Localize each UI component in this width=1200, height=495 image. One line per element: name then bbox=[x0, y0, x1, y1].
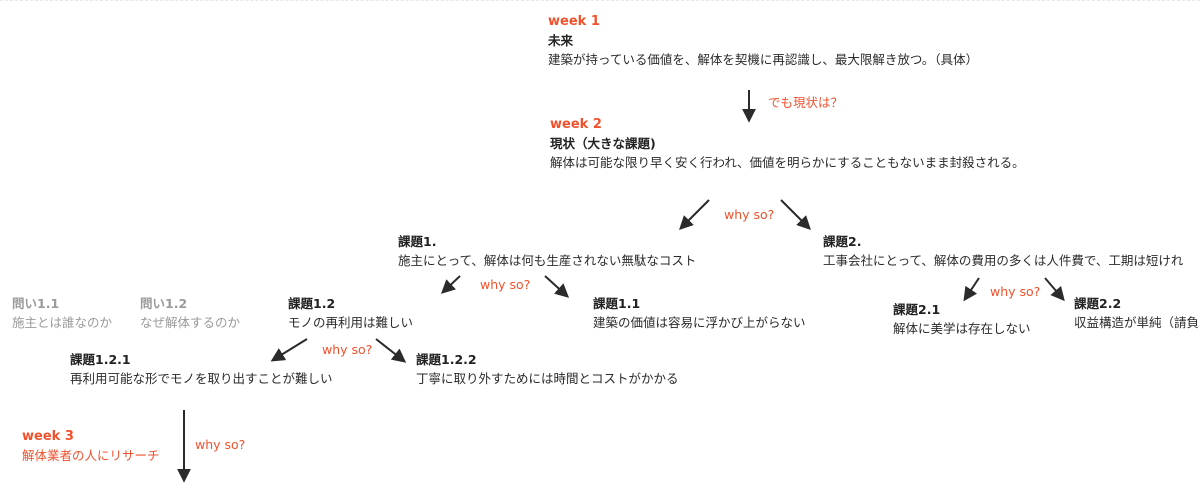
week2-node[interactable]: week 2 現状（大きな課題) 解体は可能な限り早く安く行われ、価値を明らかに… bbox=[550, 115, 1025, 172]
label-demo-genjo: でも現状は？ bbox=[768, 95, 844, 110]
toi12-title: 問い1.2 bbox=[140, 296, 188, 311]
arrow-week2-to-kadai1 bbox=[679, 199, 710, 230]
toi11-desc: 施主とは誰なのか bbox=[12, 315, 113, 330]
kadai11-desc: 建築の価値は容易に浮かび上がらない bbox=[593, 315, 806, 330]
toi11-title: 問い1.1 bbox=[12, 296, 60, 311]
arrow-kadai1-to-kadai12 bbox=[440, 275, 461, 294]
kadai11-node[interactable]: 課題1.1 建築の価値は容易に浮かび上がらない bbox=[593, 294, 806, 332]
week1-label: week 1 bbox=[548, 14, 600, 29]
kadai122-desc: 丁寧に取り外すためには時間とコストがかかる bbox=[416, 371, 679, 386]
kadai22-node[interactable]: 課題2.2 収益構造が単純（請負 bbox=[1074, 294, 1199, 332]
arrow-kadai12-to-kadai121 bbox=[270, 338, 308, 362]
week3-desc: 解体業者の人にリサーチ bbox=[22, 448, 160, 463]
kadai21-node[interactable]: 課題2.1 解体に美学は存在しない bbox=[893, 300, 1031, 338]
kadai21-desc: 解体に美学は存在しない bbox=[893, 321, 1031, 336]
kadai22-title: 課題2.2 bbox=[1074, 296, 1122, 311]
toi12-node[interactable]: 問い1.2 なぜ解体するのか bbox=[140, 294, 240, 332]
arrow-kadai1-to-kadai11 bbox=[544, 275, 570, 298]
week1-node[interactable]: week 1 未来 建築が持っている価値を、解体を契機に再認識し、最大限解き放つ… bbox=[548, 12, 978, 69]
week2-desc: 解体は可能な限り早く安く行われ、価値を明らかにすることもないまま封殺される。 bbox=[550, 155, 1025, 170]
week1-title: 未来 bbox=[548, 33, 574, 48]
kadai12-desc: モノの再利用は難しい bbox=[288, 315, 414, 330]
top-divider bbox=[0, 0, 1200, 3]
week2-label: week 2 bbox=[550, 117, 602, 132]
kadai121-title: 課題1.2.1 bbox=[70, 352, 131, 367]
kadai22-desc: 収益構造が単純（請負 bbox=[1074, 315, 1200, 330]
week3-label: week 3 bbox=[22, 429, 74, 444]
arrow-kadai2-to-kadai21 bbox=[963, 277, 980, 302]
kadai121-node[interactable]: 課題1.2.1 再利用可能な形でモノを取り出すことが難しい bbox=[70, 350, 333, 388]
kadai122-title: 課題1.2.2 bbox=[416, 352, 477, 367]
kadai121-desc: 再利用可能な形でモノを取り出すことが難しい bbox=[70, 371, 333, 386]
toi11-node[interactable]: 問い1.1 施主とは誰なのか bbox=[12, 294, 112, 332]
toi12-desc: なぜ解体するのか bbox=[140, 315, 241, 330]
kadai2-title: 課題2. bbox=[823, 234, 862, 249]
kadai1-node[interactable]: 課題1. 施主にとって、解体は何も生産されない無駄なコスト bbox=[398, 232, 696, 270]
kadai11-title: 課題1.1 bbox=[593, 296, 641, 311]
week1-desc: 建築が持っている価値を、解体を契機に再認識し、最大限解き放つ。（具体） bbox=[548, 52, 979, 67]
kadai1-desc: 施主にとって、解体は何も生産されない無駄なコスト bbox=[398, 253, 697, 268]
label-why-so-4: why so? bbox=[322, 342, 373, 357]
kadai12-node[interactable]: 課題1.2 モノの再利用は難しい bbox=[288, 294, 413, 332]
label-why-so-5: why so? bbox=[195, 437, 246, 452]
arrow-week2-to-kadai2 bbox=[780, 199, 811, 230]
kadai122-node[interactable]: 課題1.2.2 丁寧に取り外すためには時間とコストがかかる bbox=[416, 350, 679, 388]
arrow-kadai12-to-kadai122 bbox=[375, 338, 407, 363]
kadai21-title: 課題2.1 bbox=[893, 302, 941, 317]
label-why-so-1: why so? bbox=[724, 207, 775, 222]
week3-node[interactable]: week 3 解体業者の人にリサーチ bbox=[22, 427, 160, 465]
label-why-so-3: why so? bbox=[990, 284, 1041, 299]
kadai12-title: 課題1.2 bbox=[288, 296, 336, 311]
label-why-so-2: why so? bbox=[480, 277, 531, 292]
kadai2-node[interactable]: 課題2. 工事会社にとって、解体の費用の多くは人件費で、工期は短けれ bbox=[823, 232, 1183, 270]
kadai1-title: 課題1. bbox=[398, 234, 437, 249]
arrow-kadai2-to-kadai22 bbox=[1044, 277, 1065, 302]
week2-title: 現状（大きな課題) bbox=[550, 136, 656, 151]
kadai2-desc: 工事会社にとって、解体の費用の多くは人件費で、工期は短けれ bbox=[823, 253, 1184, 268]
